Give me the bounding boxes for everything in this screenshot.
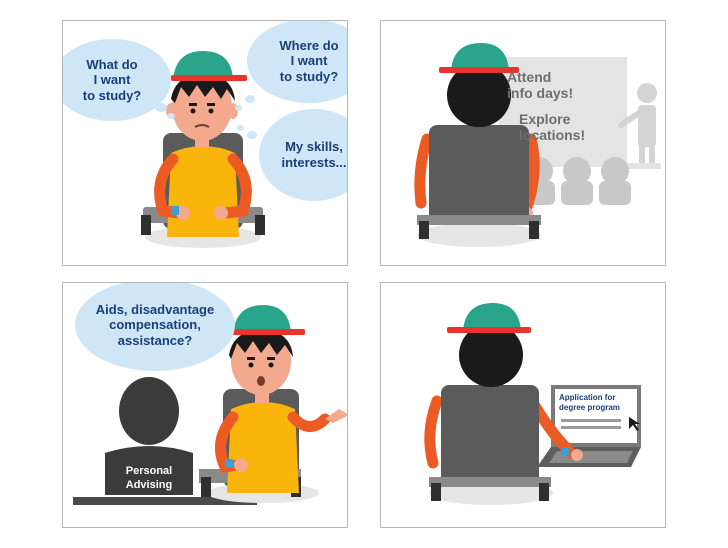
advising-illustration	[73, 305, 347, 505]
info-day-illustration	[414, 43, 661, 247]
personal-advising-label: Personal Advising	[125, 465, 173, 491]
comic-panel-advising: Aids, disadvantage compensation, assista…	[62, 282, 348, 528]
thought-dot	[245, 95, 255, 103]
speech-bubble-aids: Aids, disadvantage compensation, assista…	[75, 283, 235, 371]
thought-dot	[247, 131, 257, 139]
comic-panel-info-days: Attend info days! Explore locations!	[380, 20, 666, 266]
explore-locations-text: Explore locations!	[519, 111, 586, 144]
application-illustration	[424, 303, 641, 505]
thought-dot	[155, 103, 167, 112]
comic-panel-thinking: What do I want to study? Where do I want…	[62, 20, 348, 266]
student-thinking-illustration	[141, 51, 265, 248]
attend-info-days-text: Attend info days!	[507, 69, 574, 102]
thought-dot	[235, 105, 242, 111]
laptop-screen-text: Application for degree program	[559, 393, 620, 412]
thought-dot	[167, 113, 175, 119]
speech-bubble-what: What do I want to study?	[63, 39, 171, 121]
comic-panel-application: Application for degree program	[380, 282, 666, 528]
speech-bubble-where: Where do I want to study?	[247, 21, 347, 103]
thought-dot	[237, 125, 244, 131]
speech-bubble-skills: My skills, interests...	[259, 109, 347, 201]
